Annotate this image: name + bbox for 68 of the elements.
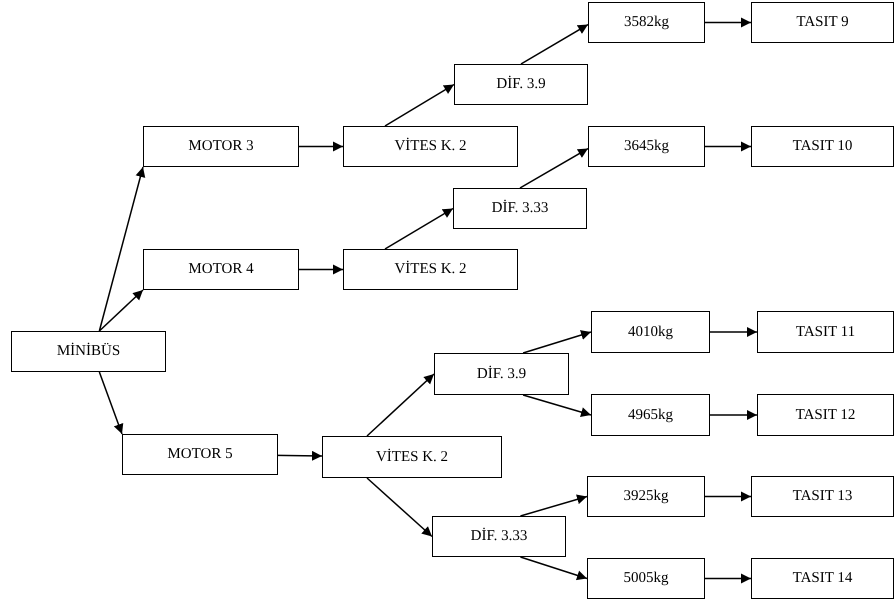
process-box [432,516,566,557]
box-label: DİF. 3.33 [492,200,548,217]
box-label: 4965kg [628,406,673,424]
arrow [278,450,322,461]
arrow [98,289,144,332]
box-label: DİF. 3.9 [496,76,546,93]
box-label: MOTOR 4 [188,261,254,278]
process-box [587,558,705,599]
process-box [757,394,894,436]
process-box [587,476,705,517]
process-box [751,558,894,599]
process-box [588,2,705,43]
box-label: VİTES K. 2 [376,448,448,466]
process-box [453,188,587,229]
process-box [322,436,502,478]
box-label: DİF. 3.9 [476,366,526,382]
arrow [520,148,588,189]
arrow [384,208,454,250]
arrow [520,494,588,517]
arrow [710,410,757,420]
arrow [710,327,757,337]
arrow [98,166,146,332]
process-box [751,476,894,517]
process-box [343,126,518,167]
process-box [757,311,894,353]
box-label: MOTOR 3 [188,138,254,155]
arrow [705,492,751,502]
process-box [434,353,569,395]
arrow [299,142,343,152]
arrow [299,264,343,274]
arrow [98,372,124,434]
arrow [705,18,751,28]
box-label: TASIT 10 [792,138,852,155]
arrow [520,24,588,65]
box-label: TASIT 11 [796,324,856,340]
process-box [454,64,588,105]
process-box [591,394,710,436]
box-label: TASIT 9 [796,14,849,31]
box-label: MİNİBÜS [56,343,120,360]
box-label: VİTES K. 2 [394,261,467,278]
box-label: 3925kg [624,488,668,505]
process-box [591,311,710,353]
box-label: VİTES K. 2 [394,138,467,155]
box-label: MOTOR 5 [167,446,233,463]
arrow [522,394,592,417]
arrow [705,142,751,152]
arrow [520,556,588,580]
box-label: TASIT 12 [796,406,856,424]
box-label: TASIT 13 [792,488,852,505]
process-box [751,126,894,167]
process-box [143,249,299,290]
process-box [751,2,894,43]
process-box [588,126,705,167]
box-label: 3645kg [624,138,669,155]
arrow [366,373,434,437]
process-box [11,331,166,372]
process-box [122,434,278,475]
arrow [705,574,751,584]
arrow [522,330,592,354]
box-label: DİF. 3.33 [470,528,528,545]
box-label: 4010kg [628,324,673,340]
process-box [143,126,299,167]
arrow [384,84,454,127]
arrow [366,477,432,538]
process-box [343,249,518,290]
box-label: 3582kg [624,14,669,31]
box-label: 5005kg [624,570,668,587]
box-label: TASIT 14 [792,570,852,587]
